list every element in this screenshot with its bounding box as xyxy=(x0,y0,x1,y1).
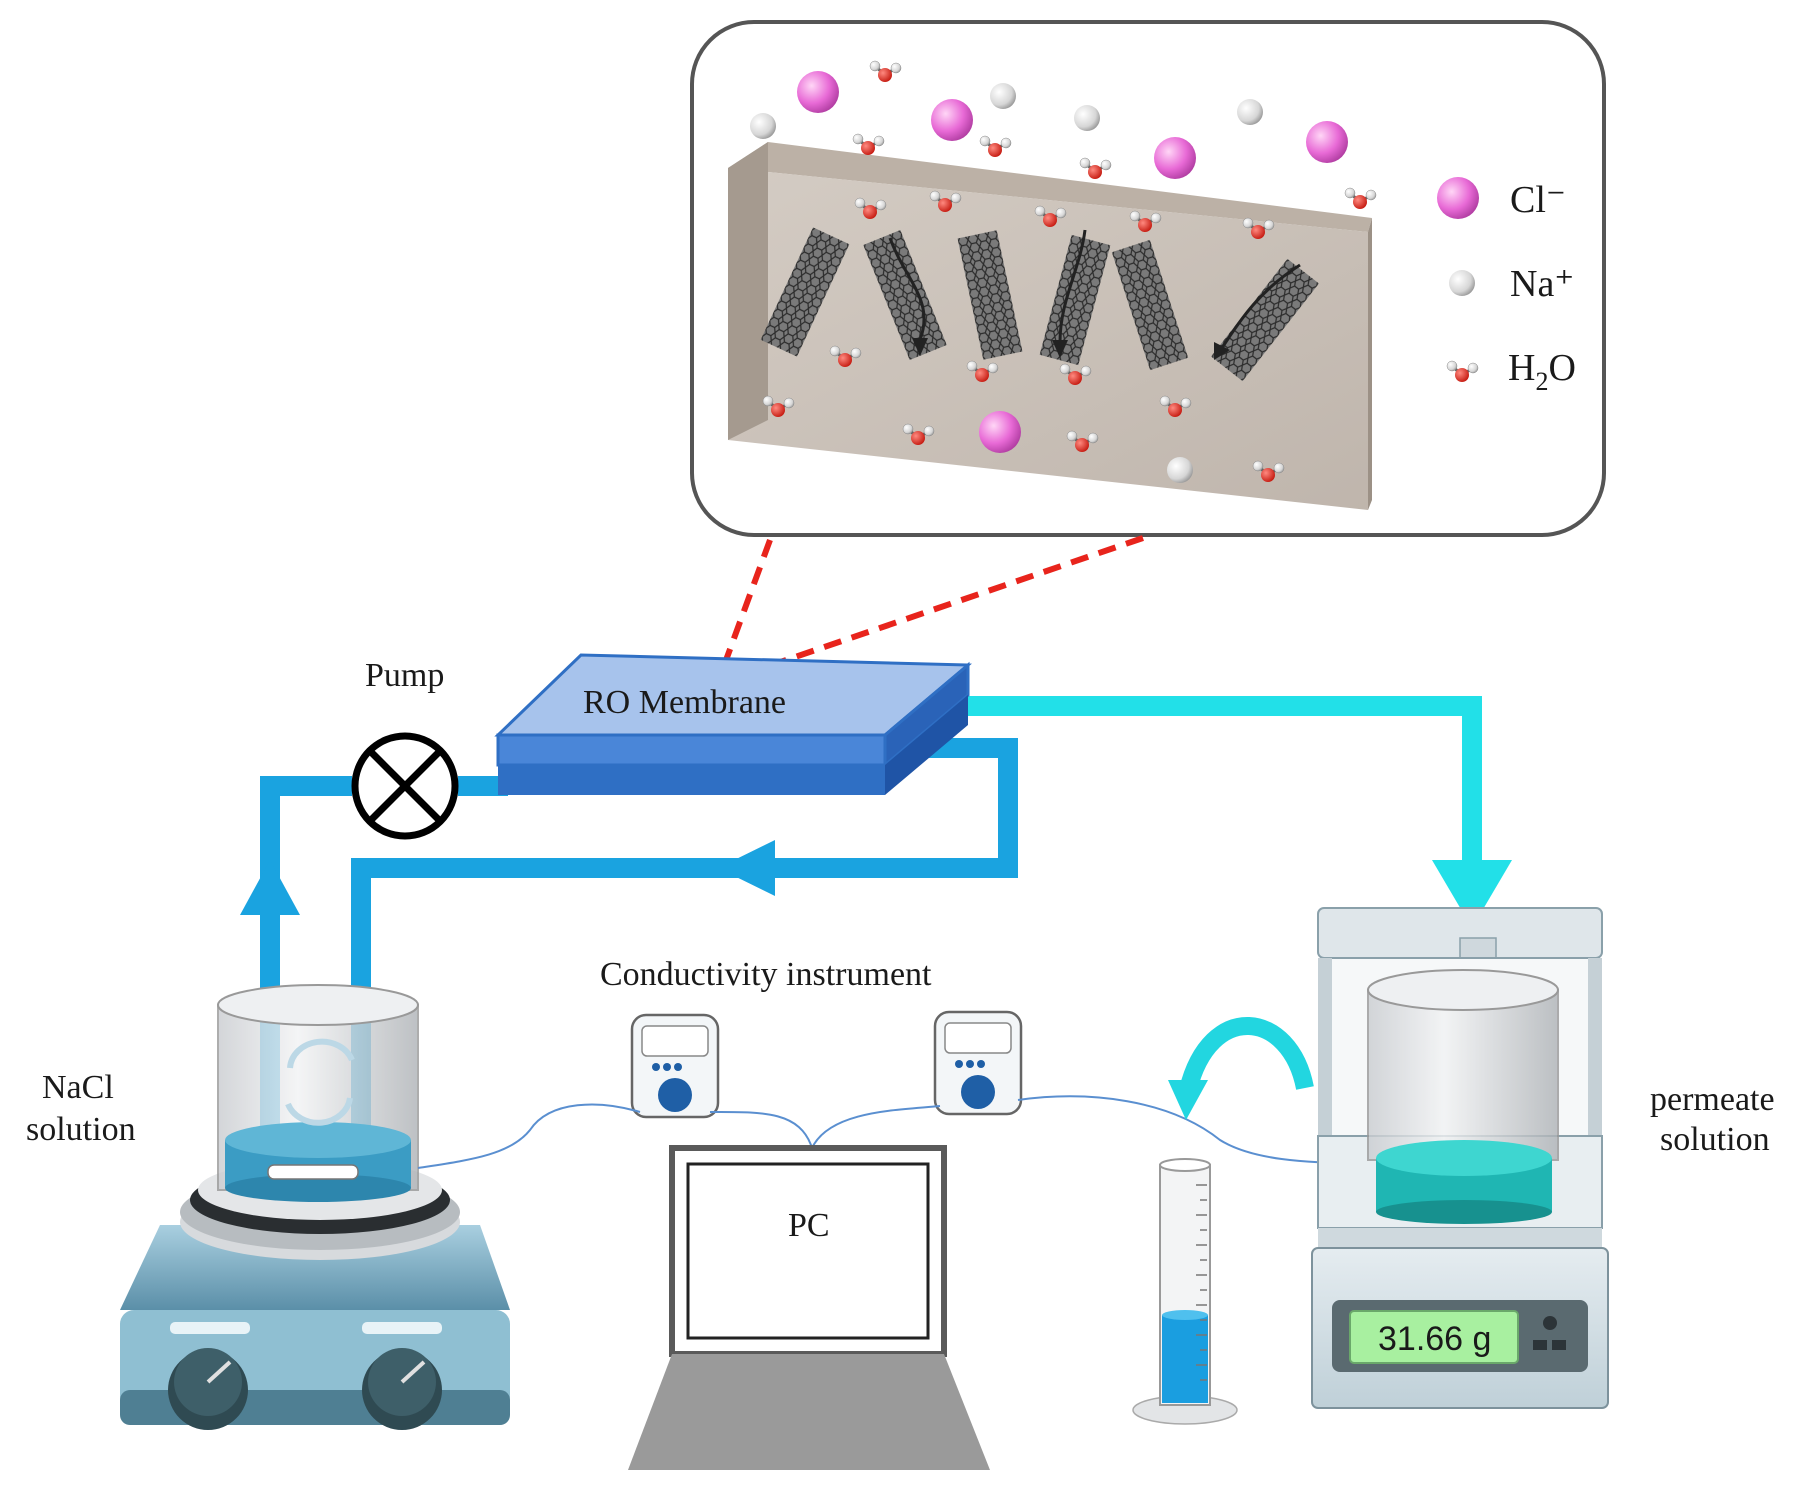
nanotube xyxy=(1211,258,1319,382)
permeate-label-line1: permeate xyxy=(1650,1081,1775,1118)
sodium-ion xyxy=(750,113,776,139)
feed-flow-arrows xyxy=(240,840,775,915)
analytical-balance xyxy=(1311,907,1609,1409)
up-arrow xyxy=(240,860,300,915)
feed-beaker xyxy=(217,984,419,1202)
transfer-arrow xyxy=(1168,1017,1314,1120)
arrow-head xyxy=(912,338,928,356)
graduated-cylinder xyxy=(1132,1158,1238,1425)
membrane-closeup-inset: Cl⁻ Na⁺ H2O xyxy=(690,20,1606,537)
nacl-label-line1: NaCl xyxy=(42,1069,114,1106)
legend-chloride-label: Cl⁻ xyxy=(1510,179,1566,221)
nanotube xyxy=(957,230,1023,360)
membrane-label: RO Membrane xyxy=(583,684,786,721)
sodium-ion xyxy=(1074,105,1100,131)
permeate-down-arrow xyxy=(1432,860,1512,928)
pump-label: Pump xyxy=(365,657,444,694)
balance-buttons xyxy=(1533,1316,1566,1350)
legend-water-label: H2O xyxy=(1508,347,1576,396)
pc-laptop-icon xyxy=(628,1145,990,1470)
stir-direction-icon xyxy=(285,1038,355,1126)
arrow-head xyxy=(1214,342,1230,360)
conductivity-meter-right xyxy=(933,1010,1023,1116)
carbon-nanotubes xyxy=(760,227,1319,382)
chloride-ion xyxy=(797,71,839,113)
stirrer-knob-left xyxy=(168,1348,248,1430)
permeate-label-line2: solution xyxy=(1660,1121,1770,1158)
conductivity-label: Conductivity instrument xyxy=(600,956,932,993)
conductivity-meter-left xyxy=(630,1013,720,1119)
ro-membrane-module xyxy=(494,653,972,795)
chloride-ion xyxy=(1154,137,1196,179)
chloride-ion xyxy=(1306,121,1348,163)
chloride-ion xyxy=(931,99,973,141)
legend: Cl⁻ Na⁺ H2O xyxy=(1437,177,1576,396)
left-arrow xyxy=(718,840,775,896)
legend-chloride-icon xyxy=(1437,177,1479,219)
nacl-label-line2: solution xyxy=(26,1111,136,1148)
arrow-head xyxy=(1052,340,1068,358)
sodium-ion xyxy=(990,83,1016,109)
balance-reading: 31.66 g xyxy=(1378,1320,1491,1358)
nanotube xyxy=(863,230,947,360)
membrane-slab-top xyxy=(728,142,1372,232)
pump-icon xyxy=(351,732,459,840)
membrane-slab-right xyxy=(1368,218,1372,510)
nanotube xyxy=(1039,234,1111,366)
sodium-ion xyxy=(1167,457,1193,483)
stirrer-knob-right xyxy=(362,1348,442,1430)
sodium-ion xyxy=(1237,99,1263,125)
legend-sodium-label: Na⁺ xyxy=(1510,263,1574,305)
nanotube xyxy=(1111,239,1189,371)
water-path-arrows xyxy=(888,229,1301,349)
legend-sodium-icon xyxy=(1449,270,1475,296)
nanotube xyxy=(760,227,850,357)
balance-display xyxy=(1349,1310,1519,1364)
membrane-slab-side xyxy=(728,142,768,440)
chloride-ion xyxy=(979,411,1021,453)
pc-label: PC xyxy=(788,1207,830,1244)
